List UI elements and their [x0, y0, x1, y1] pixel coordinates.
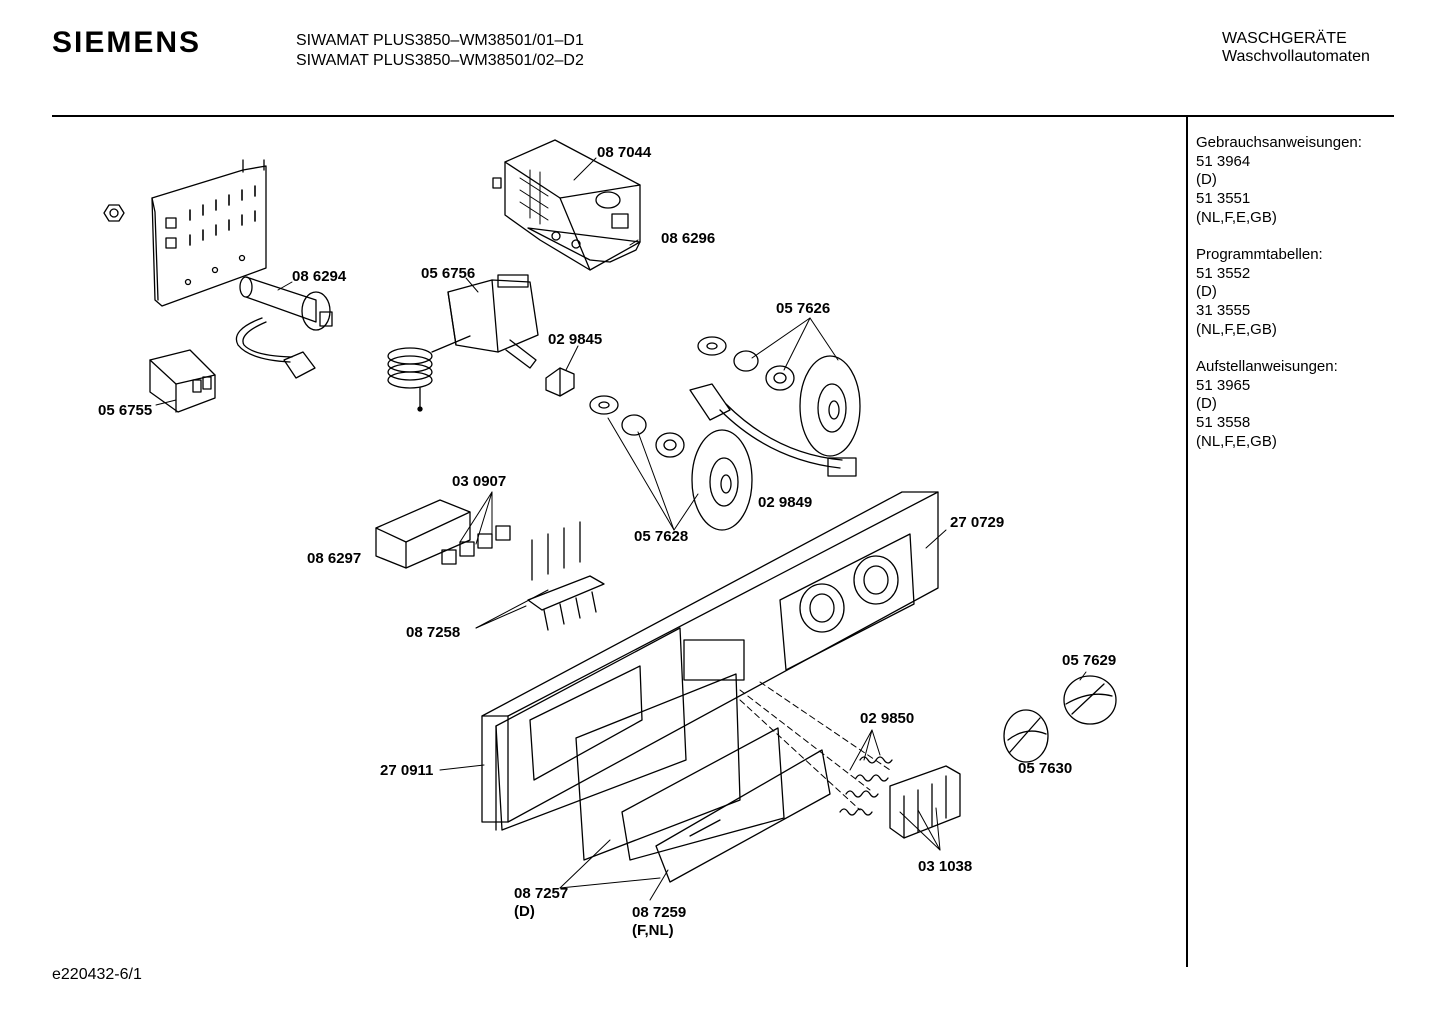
exploded-parts-drawing: [0, 0, 1180, 960]
siemens-logo: SIEMENS: [52, 26, 202, 59]
doc-group-title: Programmtabellen:: [1196, 246, 1323, 264]
appliance-category: WASCHGERÄTE Waschvollautomaten: [1222, 30, 1370, 66]
documentation-sidebar: Gebrauchsanweisungen: 51 3964 (D) 51 355…: [1196, 134, 1396, 470]
part-label-086297: 08 6297: [307, 550, 362, 567]
doc-number: 51 3558: [1196, 414, 1251, 432]
part-label-087257-d: (D): [514, 903, 535, 920]
part-label-057628: 05 7628: [634, 528, 689, 545]
push-buttons-part: [890, 766, 960, 838]
knob-05-7630: [1004, 710, 1048, 762]
part-label-087044: 08 7044: [597, 144, 652, 161]
dial-disc-lower: [692, 430, 752, 530]
contact-springs-part: [528, 522, 604, 630]
display-window-parts: [576, 674, 830, 882]
part-label-086296: 08 6296: [661, 230, 716, 247]
part-label-057629: 05 7629: [1062, 652, 1117, 669]
doc-number: 51 3964: [1196, 152, 1251, 170]
doc-group-gebrauchsanweisungen: Gebrauchsanweisungen: 51 3964 (D) 51 355…: [1196, 134, 1396, 228]
part-label-270911: 27 0911: [380, 762, 434, 779]
knob-bearing-upper-part: [690, 337, 856, 476]
part-label-057626: 05 7626: [776, 300, 831, 317]
part-label-087257: 08 7257: [514, 885, 569, 902]
front-panel-part: [496, 628, 686, 830]
model-designations: SIWAMAT PLUS3850–WM38501/01–D1 SIWAMAT P…: [296, 31, 584, 71]
part-label-031038: 03 1038: [918, 858, 973, 875]
door-lock-switch-part: [432, 275, 538, 368]
assembly-guide-lines: [740, 682, 890, 810]
header-rule: [52, 115, 1394, 117]
doc-number: 51 3552: [1196, 264, 1251, 282]
drawing-reference-code: e220432-6/1: [52, 966, 142, 983]
transformer-part: [150, 350, 215, 412]
coil-spring-part: [388, 348, 432, 411]
part-label-029849: 02 9849: [758, 494, 813, 511]
relay-block-part: [376, 500, 510, 568]
doc-language: (D): [1196, 395, 1217, 413]
part-label-056756: 05 6756: [421, 265, 476, 282]
knob-bearing-lower-part: [590, 396, 684, 457]
part-label-087258: 08 7258: [406, 624, 461, 641]
part-label-270729: 27 0729: [950, 514, 1005, 531]
doc-language: (D): [1196, 283, 1217, 301]
part-label-087259: 08 7259: [632, 904, 687, 921]
part-label-086294: 08 6294: [292, 268, 347, 285]
doc-group-aufstellanweisungen: Aufstellanweisungen: 51 3965 (D) 51 3558…: [1196, 358, 1396, 452]
part-label-056755: 05 6755: [98, 402, 153, 419]
doc-number: 31 3555: [1196, 302, 1251, 320]
part-label-087259-fnl: (F,NL): [632, 922, 674, 939]
model-line-2: SIWAMAT PLUS3850–WM38501/02–D2: [296, 52, 584, 69]
part-label-030907: 03 0907: [452, 473, 507, 490]
model-line-1: SIWAMAT PLUS3850–WM38501/01–D1: [296, 32, 584, 49]
bushing-part: [546, 368, 574, 396]
doc-language: (NL,F,E,GB): [1196, 208, 1277, 226]
suppressor-part: [236, 277, 332, 378]
doc-language: (NL,F,E,GB): [1196, 432, 1277, 450]
sidebar-divider: [1186, 117, 1188, 967]
knob-05-7629: [1064, 676, 1116, 724]
category-line-2: Waschvollautomaten: [1222, 48, 1370, 65]
doc-group-title: Aufstellanweisungen:: [1196, 358, 1338, 376]
nut-part: [104, 205, 124, 221]
doc-language: (D): [1196, 171, 1217, 189]
mounting-bracket-part: [152, 160, 266, 306]
doc-group-programmtabellen: Programmtabellen: 51 3552 (D) 31 3555 (N…: [1196, 246, 1396, 340]
doc-number: 51 3551: [1196, 190, 1251, 208]
doc-group-title: Gebrauchsanweisungen:: [1196, 134, 1362, 151]
part-label-029845: 02 9845: [548, 331, 603, 348]
push-button-springs-part: [840, 757, 892, 815]
control-panel-fascia-part: [482, 492, 938, 822]
category-line-1: WASCHGERÄTE: [1222, 30, 1347, 47]
programmer-timer-part: [493, 140, 640, 270]
doc-number: 51 3965: [1196, 376, 1251, 394]
doc-language: (NL,F,E,GB): [1196, 320, 1277, 338]
part-label-057630: 05 7630: [1018, 760, 1073, 777]
dial-disc-upper: [800, 356, 860, 456]
part-label-029850: 02 9850: [860, 710, 915, 727]
